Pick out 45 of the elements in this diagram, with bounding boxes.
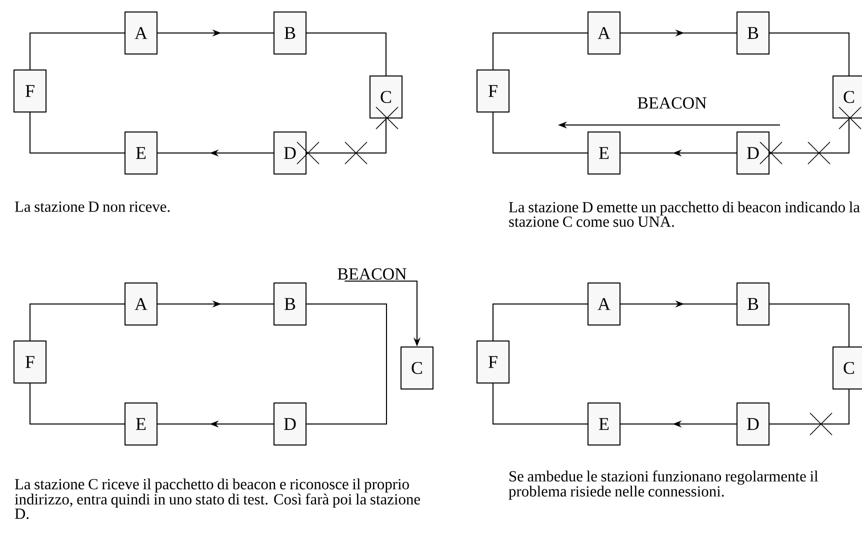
station-box: E <box>588 132 620 174</box>
connector <box>30 383 125 424</box>
connector <box>306 304 387 424</box>
station-box: A <box>588 282 620 326</box>
station-box: B <box>274 12 306 54</box>
connector <box>30 32 125 70</box>
connector <box>769 389 850 424</box>
station-box: E <box>124 402 158 446</box>
connector <box>769 304 850 347</box>
caption: La stazione D emette un pacchetto di beacon indicando la stazione C come suo UNA. <box>508 202 860 227</box>
caption: Se ambedue le stazioni funzionano regolarmente il problema risiede nelle connessioni. <box>508 470 818 500</box>
beacon-label: BEACON <box>638 97 706 109</box>
connector <box>30 112 125 154</box>
station-box: B <box>274 282 306 326</box>
beacon-label: BEACON <box>338 268 406 280</box>
station-box: A <box>124 282 158 326</box>
connector <box>769 118 850 154</box>
station-box: E <box>588 402 620 446</box>
connector <box>30 304 125 341</box>
station-box: E <box>124 132 158 174</box>
station-box: F <box>14 340 46 384</box>
station-box: F <box>476 70 510 112</box>
station-box: B <box>736 282 770 326</box>
station-box: D <box>274 402 306 446</box>
connector <box>492 383 588 424</box>
connector <box>492 112 588 154</box>
station-box: F <box>476 340 510 384</box>
station-box: D <box>736 132 770 174</box>
station-box: D <box>274 132 306 174</box>
caption: La stazione C riceve il pacchetto di beacon e riconosce il proprio indirizzo, entra quindi in uno stato di test. Così farà poi la stazione D. <box>14 478 420 519</box>
station-box: F <box>14 70 46 112</box>
station-box: C <box>370 76 402 118</box>
station-box: C <box>832 76 862 118</box>
caption: La stazione D non riceve. <box>14 202 170 212</box>
connector <box>306 32 386 76</box>
station-box: B <box>736 12 770 54</box>
station-box: A <box>124 12 158 54</box>
station-box: D <box>736 402 770 446</box>
connector <box>492 32 588 70</box>
connector <box>492 304 588 341</box>
station-box: C <box>832 346 862 390</box>
station-box: A <box>588 12 620 54</box>
connector <box>306 118 386 154</box>
station-box: C <box>400 346 434 390</box>
connector <box>769 32 850 76</box>
